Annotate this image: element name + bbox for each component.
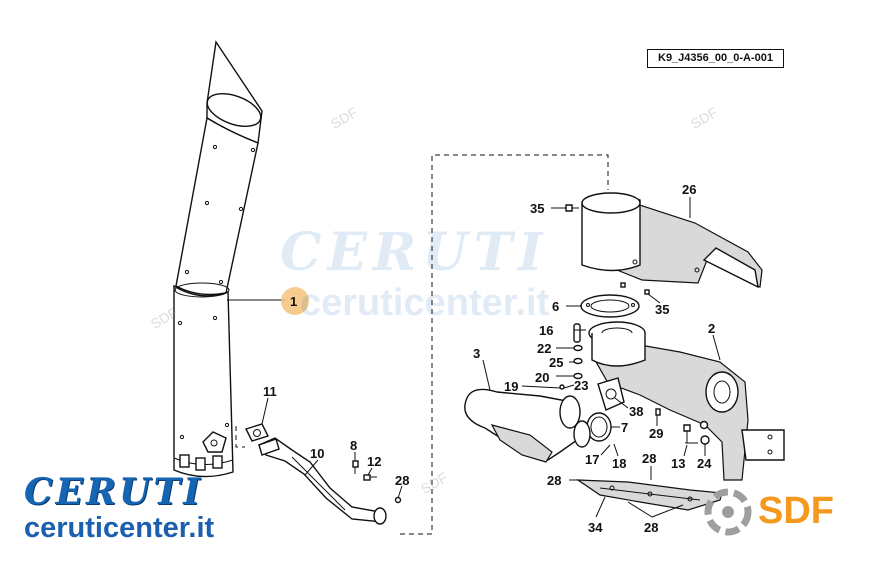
dealer-url[interactable]: ceruticenter.it	[24, 512, 215, 544]
callout-16[interactable]: 16	[539, 323, 553, 338]
sdf-logo-mark	[704, 488, 752, 536]
leader-lines	[227, 197, 721, 518]
callout-22[interactable]: 22	[537, 341, 551, 356]
callout-labels: 1 11 10 8 12 28 35 26 6 35 16 2 3 22 25 …	[263, 182, 715, 535]
exhaust-stack[interactable]	[173, 40, 265, 478]
callout-26[interactable]: 26	[682, 182, 696, 197]
callout-25[interactable]: 25	[549, 355, 563, 370]
callout-13[interactable]: 13	[671, 456, 685, 471]
callout-34[interactable]: 34	[588, 520, 603, 535]
gasket-11[interactable]	[245, 423, 269, 442]
dealer-branding[interactable]: CERUTI ceruticenter.it	[24, 473, 214, 543]
callout-38[interactable]: 38	[629, 404, 643, 419]
sdf-gear-icon	[704, 488, 750, 534]
assembly-frame	[400, 154, 609, 535]
callout-11[interactable]: 11	[263, 384, 277, 399]
callout-28-top[interactable]: 28	[642, 451, 656, 466]
dealer-watermark: CERUTI	[280, 222, 549, 283]
callout-23[interactable]: 23	[574, 378, 588, 393]
intake-hood-26[interactable]	[581, 192, 763, 289]
bolts-8-12[interactable]	[352, 460, 402, 504]
dealer-url-watermark: ceruticenter.it	[300, 282, 550, 324]
callout-28-mid[interactable]: 28	[547, 473, 561, 488]
oring-7[interactable]	[586, 412, 612, 442]
callout-10[interactable]: 10	[310, 446, 324, 461]
callout-17[interactable]: 17	[585, 452, 599, 467]
manufacturer-logo: SDF	[704, 488, 834, 534]
bracket-34[interactable]	[575, 479, 723, 511]
reference-code: K9_J4356_00_0-A-001	[647, 49, 784, 68]
callout-35-top[interactable]: 35	[530, 201, 544, 216]
callout-12[interactable]: 12	[367, 454, 381, 469]
callout-1[interactable]: 1	[290, 294, 297, 309]
pipe-3[interactable]	[464, 388, 591, 463]
highlight-marker	[281, 287, 309, 315]
pipe-10[interactable]	[257, 437, 387, 525]
callout-28-left[interactable]: 28	[395, 473, 409, 488]
callout-29[interactable]: 29	[649, 426, 663, 441]
callout-24[interactable]: 24	[697, 456, 712, 471]
callout-3[interactable]: 3	[473, 346, 480, 361]
callout-28-bottom[interactable]: 28	[644, 520, 658, 535]
pin-16[interactable]	[573, 323, 581, 343]
callout-19[interactable]: 19	[504, 379, 518, 394]
manufacturer-name: SDF	[758, 490, 834, 532]
gasket-6[interactable]	[580, 294, 640, 318]
callout-20[interactable]: 20	[535, 370, 549, 385]
callout-7[interactable]: 7	[621, 420, 628, 435]
dashed-link-gasket	[235, 426, 245, 448]
callout-8[interactable]: 8	[350, 438, 357, 453]
screws-35[interactable]	[565, 204, 650, 295]
bolts-13-24-29[interactable]	[655, 408, 710, 445]
callout-18[interactable]: 18	[612, 456, 626, 471]
gasket-38[interactable]	[597, 377, 625, 411]
dealer-name: CERUTI	[24, 471, 204, 513]
callout-35-bottom[interactable]: 35	[655, 302, 669, 317]
callout-6[interactable]: 6	[552, 299, 559, 314]
callout-2[interactable]: 2	[708, 321, 715, 336]
